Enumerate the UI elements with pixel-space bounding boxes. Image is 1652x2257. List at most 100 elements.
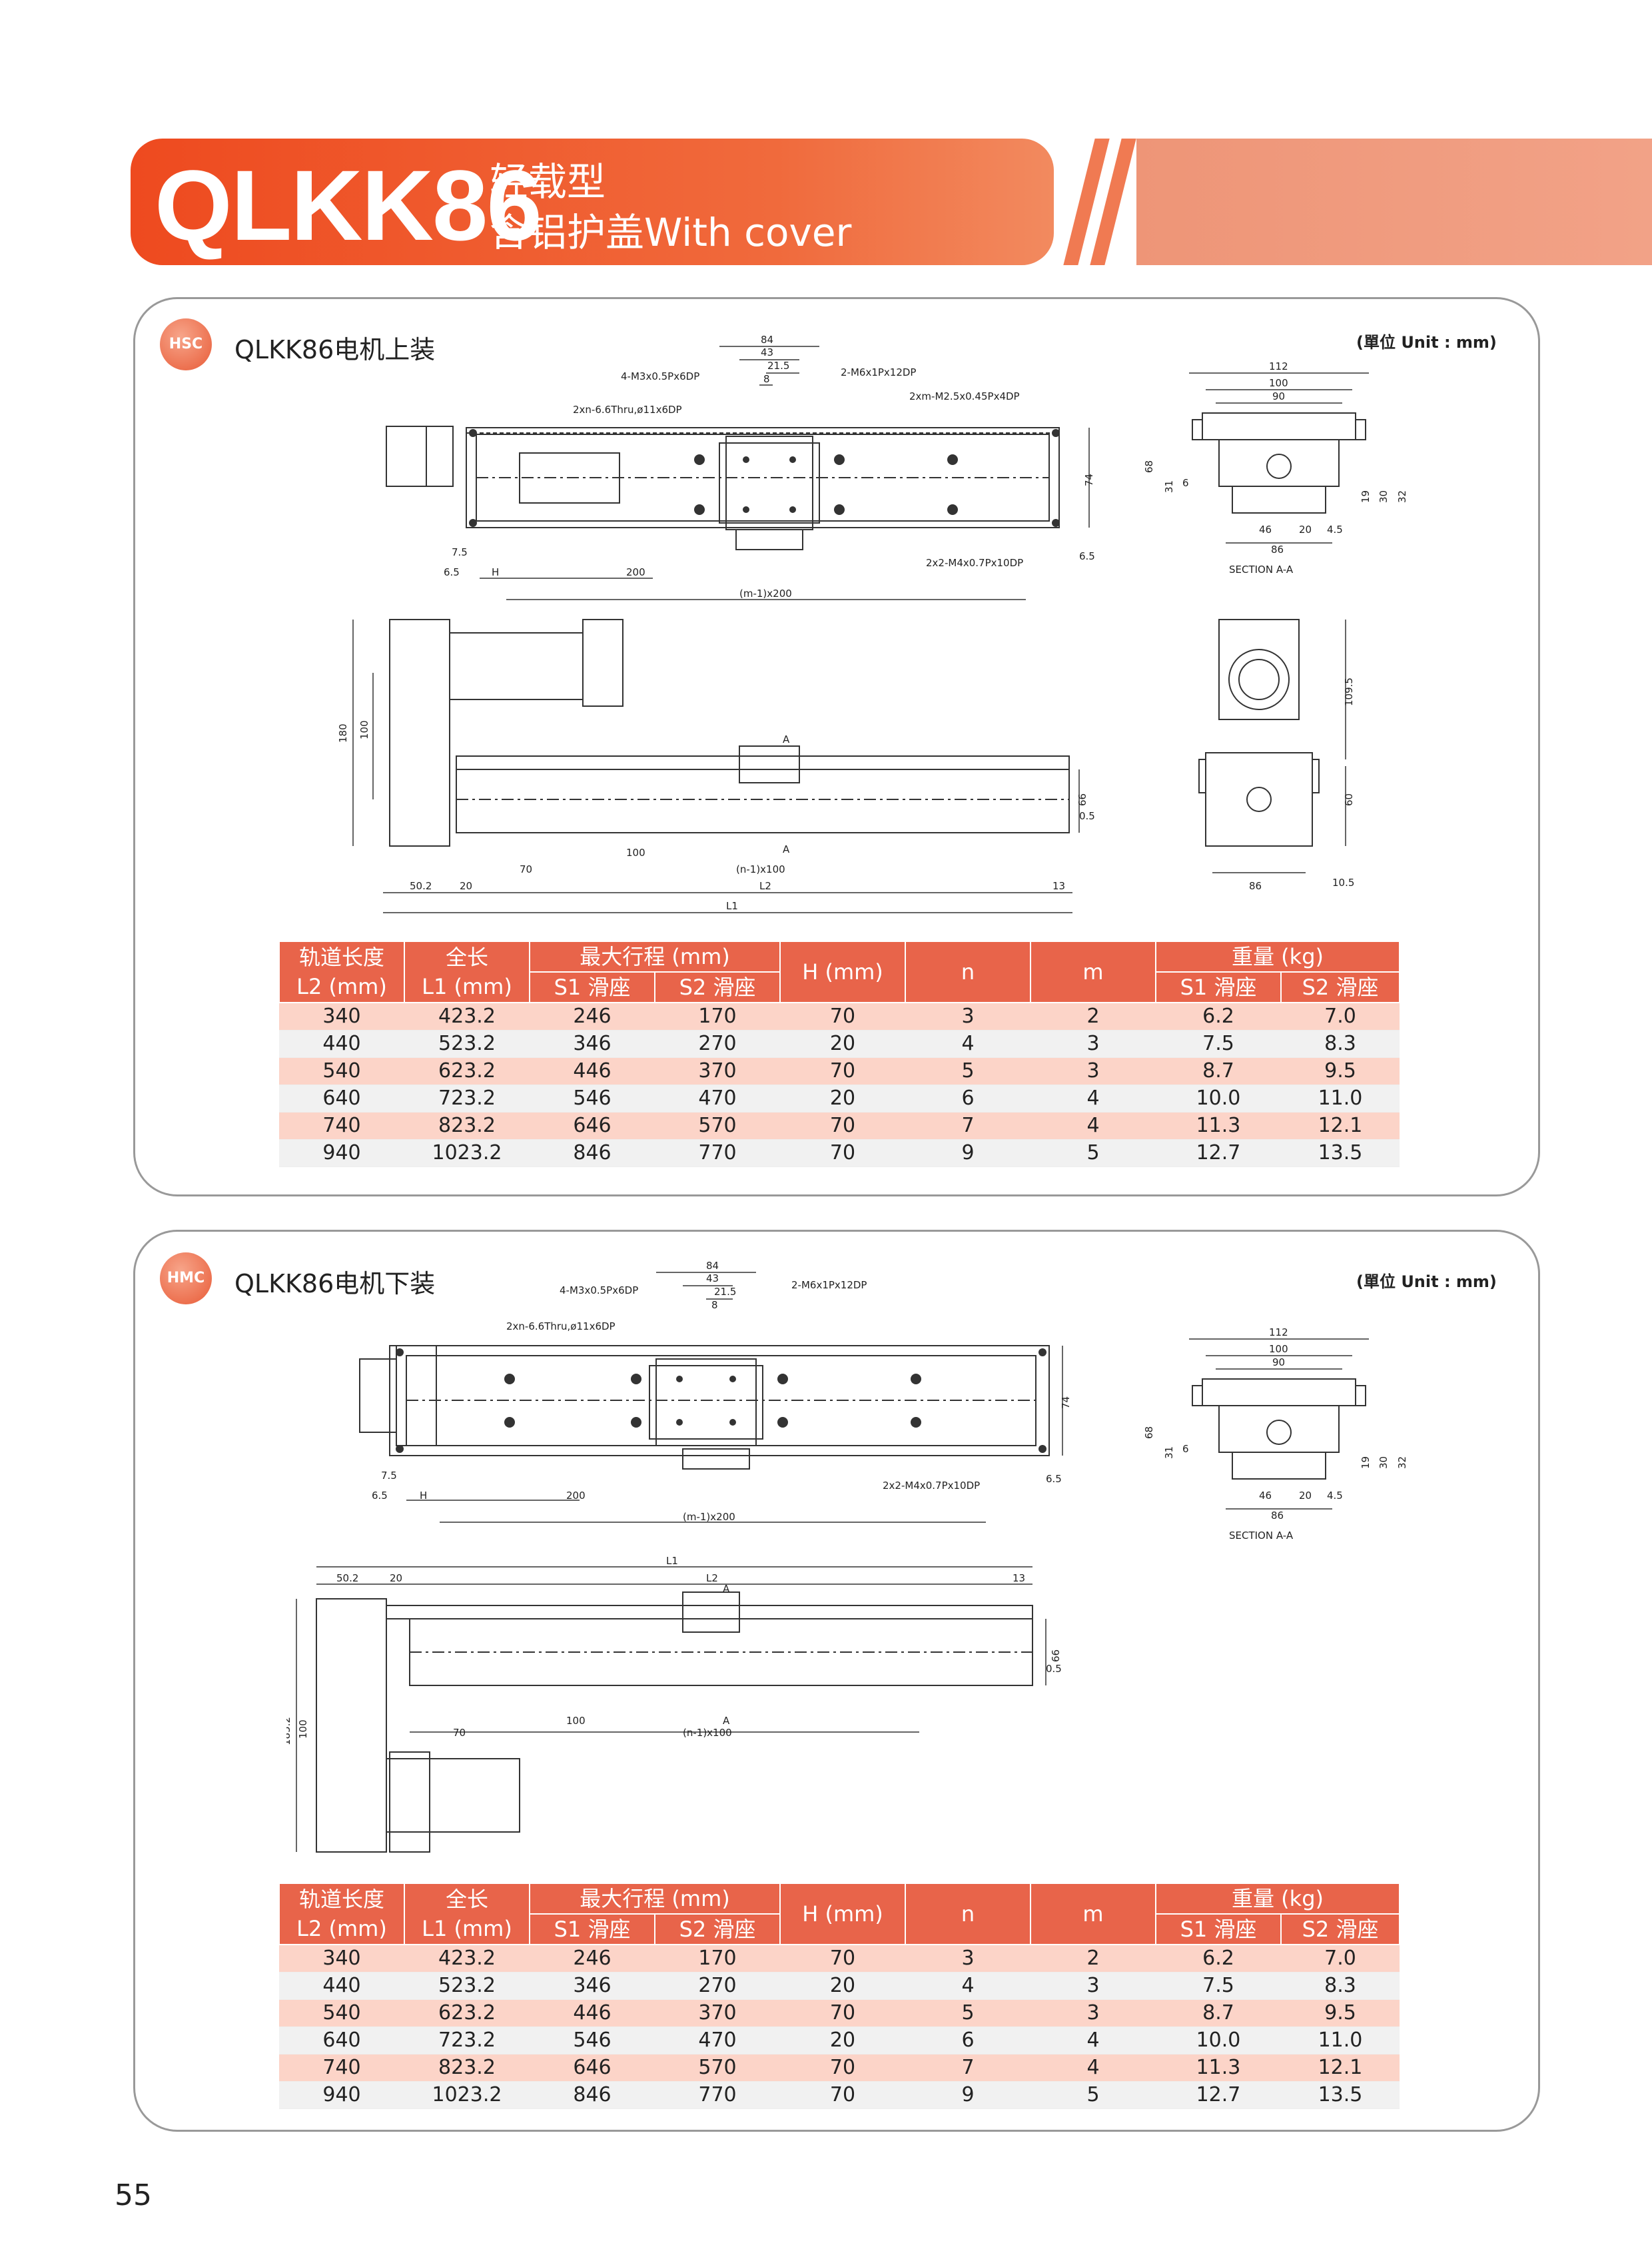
dim-200: 200 (566, 1490, 586, 1502)
end-view-drawing: 109.5 60 86 10.5 (1198, 619, 1355, 892)
table-cell: 70 (780, 2054, 905, 2082)
table-cell: 70 (780, 1945, 905, 1973)
col-m: m (1030, 1883, 1156, 1945)
table-cell: 370 (655, 1999, 780, 2027)
table-cell: 8.7 (1156, 1057, 1281, 1085)
table-cell: 3 (1031, 1057, 1156, 1085)
col-stroke-s2: S2 滑座 (654, 971, 781, 1003)
table-cell: 740 (279, 1112, 404, 1140)
table-cell: 7.0 (1281, 1945, 1400, 1973)
col-stroke-s1: S1 滑座 (529, 1913, 655, 1945)
section-caption: SECTION A-A (1229, 1530, 1294, 1542)
table-cell: 9 (905, 2081, 1031, 2109)
dim-100: 100 (1269, 377, 1288, 389)
table-cell: 170 (655, 1003, 780, 1031)
dim-8: 8 (763, 373, 770, 385)
side-view-drawing: 180 100 A A 66 0.5 100 70 (n-1)x100 50.2… (337, 619, 1095, 913)
section-view-drawing: 112 100 90 68 31 6 19 30 32 46 20 4.5 86… (1143, 360, 1408, 576)
table-cell: 8.3 (1281, 1972, 1400, 2000)
dim-46: 46 (1259, 1490, 1272, 1502)
dim-84: 84 (706, 1260, 719, 1272)
table-cell: 770 (655, 1139, 780, 1167)
table-cell: 70 (780, 1003, 905, 1031)
table-cell: 4 (1031, 1112, 1156, 1140)
dim-l2: L2 (759, 880, 771, 892)
table-cell: 346 (530, 1030, 655, 1058)
dim-90: 90 (1272, 390, 1285, 402)
dim-66: 66 (1050, 1649, 1062, 1662)
dim-50-2: 50.2 (410, 880, 432, 892)
callout-thru-hole: 2xn-6.6Thru,ø11x6DP (573, 404, 682, 416)
col-stroke-s2: S2 滑座 (654, 1913, 781, 1945)
dim-n-minus-1-x100: (n-1)x100 (736, 863, 785, 875)
table-cell: 7 (905, 1112, 1031, 1140)
table-cell: 1023.2 (404, 1139, 530, 1167)
table-cell: 940 (279, 2081, 404, 2109)
table-cell: 546 (530, 2027, 655, 2054)
table-cell: 4 (1031, 2054, 1156, 2082)
dim-6-5-right: 6.5 (1079, 550, 1095, 562)
table-cell: 523.2 (404, 1030, 530, 1058)
table-cell: 5 (905, 1999, 1031, 2027)
col-n: n (905, 1883, 1031, 1945)
dim-h: H (420, 1490, 427, 1502)
col-m: m (1030, 941, 1156, 1003)
dim-20: 20 (1299, 524, 1312, 536)
table-cell: 640 (279, 1085, 404, 1113)
col-weight: 重量 (kg) (1155, 941, 1400, 973)
table-cell: 7.5 (1156, 1030, 1281, 1058)
dim-50-2: 50.2 (336, 1572, 358, 1584)
dim-74: 74 (1060, 1396, 1072, 1409)
table-cell: 11.3 (1156, 2054, 1281, 2082)
section-view-drawing: 112 100 90 68 31 6 19 30 32 46 20 4.5 86… (1143, 1326, 1408, 1542)
dim-20: 20 (390, 1572, 402, 1584)
dim-86: 86 (1271, 1510, 1284, 1522)
dim-h: H (492, 566, 499, 578)
dim-4-5: 4.5 (1327, 524, 1343, 536)
col-stroke-s1: S1 滑座 (529, 971, 655, 1003)
dim-6: 6 (1182, 477, 1189, 489)
table-cell: 540 (279, 1999, 404, 2027)
table-cell: 4 (1031, 1085, 1156, 1113)
table-cell: 6 (905, 1085, 1031, 1113)
dim-10-5: 10.5 (1332, 877, 1354, 889)
section-mark-a-bottom: A (723, 1715, 730, 1727)
table-cell: 270 (655, 1972, 780, 2000)
table-cell: 170 (655, 1945, 780, 1973)
table-cell: 10.0 (1156, 2027, 1281, 2054)
table-cell: 646 (530, 2054, 655, 2082)
table-cell: 11.0 (1281, 1085, 1400, 1113)
callout-m3: 4-M3x0.5Px6DP (621, 370, 699, 382)
table-cell: 20 (780, 2027, 905, 2054)
dim-32: 32 (1396, 1456, 1408, 1469)
table-cell: 423.2 (404, 1945, 530, 1973)
section-title: QLKK86电机上装 (234, 335, 436, 364)
page-number: 55 (115, 2178, 152, 2212)
dim-68: 68 (1143, 460, 1155, 473)
table-cell: 8.3 (1281, 1030, 1400, 1058)
table-cell: 470 (655, 1085, 780, 1113)
table-cell: 246 (530, 1003, 655, 1031)
banner-right-band (1136, 139, 1652, 265)
col-n: n (905, 941, 1031, 1003)
table-cell: 370 (655, 1057, 780, 1085)
table-cell: 546 (530, 1085, 655, 1113)
table-cell: 70 (780, 2081, 905, 2109)
dim-6-5-right: 6.5 (1046, 1473, 1062, 1485)
table-cell: 20 (780, 1085, 905, 1113)
dim-100: 100 (1269, 1343, 1288, 1355)
table-cell: 940 (279, 1139, 404, 1167)
dim-19: 19 (1360, 1456, 1372, 1469)
dim-0-5: 0.5 (1079, 810, 1095, 822)
table-cell: 12.1 (1281, 2054, 1400, 2082)
dim-66: 66 (1076, 793, 1088, 806)
table-cell: 446 (530, 1999, 655, 2027)
dim-31: 31 (1163, 480, 1175, 493)
dim-m-minus-1-x200: (m-1)x200 (683, 1511, 735, 1523)
section-title: QLKK86电机下装 (234, 1269, 436, 1298)
table-cell: 7.5 (1156, 1972, 1281, 2000)
table-cell: 70 (780, 1999, 905, 2027)
table-cell: 540 (279, 1057, 404, 1085)
